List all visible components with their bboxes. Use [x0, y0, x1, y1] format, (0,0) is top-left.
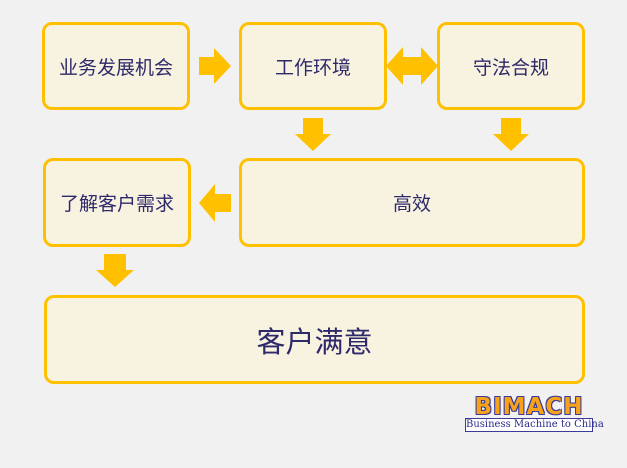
node-label: 高效: [392, 193, 431, 215]
arrow-down-icon: [295, 118, 331, 151]
arrow-down-icon: [493, 118, 529, 151]
logo-name: BIMACH: [474, 394, 584, 420]
node-efficiency: 高效: [239, 158, 585, 247]
arrow-right-icon: [199, 48, 231, 84]
node-label: 了解客户需求: [59, 193, 174, 215]
bimach-logo: BIMACH Business Machine to China: [465, 394, 604, 433]
arrow-down-icon: [96, 254, 134, 287]
double-arrow-icon: [386, 47, 438, 85]
node-compliance: 守法合规: [437, 22, 585, 110]
node-label: 守法合规: [472, 56, 549, 79]
arrow-left-icon: [199, 184, 231, 222]
logo-tagline: Business Machine to China: [465, 418, 604, 432]
node-business-opportunity: 业务发展机会: [42, 22, 190, 110]
node-customer-satisfaction: 客户满意: [44, 295, 585, 384]
node-label: 客户满意: [256, 324, 373, 359]
node-label: 工作环境: [274, 56, 351, 79]
node-understand-customer: 了解客户需求: [43, 158, 191, 247]
node-label: 业务发展机会: [58, 56, 173, 79]
node-work-environment: 工作环境: [239, 22, 387, 110]
